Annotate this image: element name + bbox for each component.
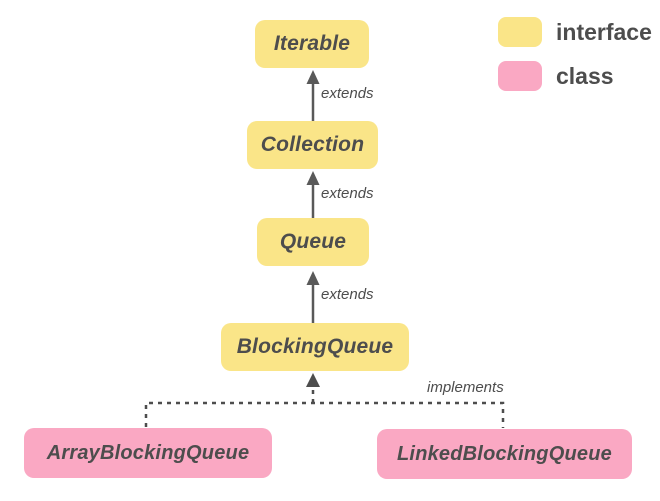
node-queue-label: Queue [279, 230, 347, 253]
node-blockingqueue: BlockingQueue [221, 323, 409, 371]
legend-swatch-class [498, 61, 542, 91]
node-arrayblockingqueue-label: ArrayBlockingQueue [46, 441, 250, 464]
node-collection-label: Collection [260, 133, 365, 156]
node-collection: Collection [247, 121, 378, 169]
edge-label-extends-middle: extends [321, 185, 374, 202]
node-queue: Queue [257, 218, 369, 266]
node-linkedblockingqueue-label: LinkedBlockingQueue [397, 442, 612, 465]
node-blockingqueue-label: BlockingQueue [236, 335, 394, 358]
legend-swatch-interface [498, 17, 542, 47]
implements-dashed-connector [144, 373, 505, 428]
legend-item-interface: interface [498, 17, 652, 47]
legend-label-class: class [556, 62, 614, 89]
extends-arrow-queue-to-collection [306, 171, 320, 218]
edge-label-extends-bottom: extends [321, 286, 374, 303]
edge-label-extends-top: extends [321, 85, 374, 102]
extends-arrow-collection-to-iterable [306, 70, 320, 121]
node-iterable: Iterable [255, 20, 369, 68]
extends-arrow-blockingqueue-to-queue [306, 271, 320, 323]
node-arrayblockingqueue: ArrayBlockingQueue [24, 428, 272, 478]
edge-label-implements: implements [427, 379, 504, 396]
legend-label-interface: interface [556, 18, 652, 45]
node-iterable-label: Iterable [273, 32, 351, 55]
node-linkedblockingqueue: LinkedBlockingQueue [377, 429, 632, 479]
legend-item-class: class [498, 61, 614, 91]
